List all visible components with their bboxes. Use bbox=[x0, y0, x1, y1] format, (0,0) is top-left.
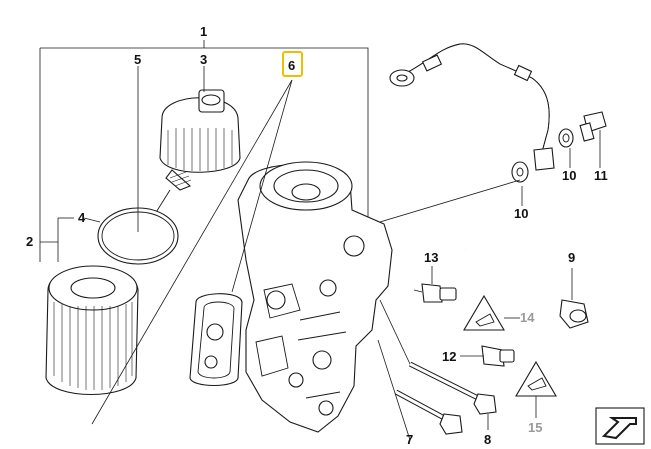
callout-8: 8 bbox=[484, 432, 491, 447]
oil-filter-housing bbox=[237, 161, 393, 433]
bolt-8 bbox=[408, 361, 497, 415]
callout-7: 7 bbox=[406, 432, 413, 447]
callout-1: 1 bbox=[200, 24, 207, 39]
sealing-washer-lower-hole bbox=[516, 167, 524, 177]
callout-9: 9 bbox=[568, 250, 575, 265]
housing-gasket bbox=[189, 293, 243, 386]
callout-6: 6 bbox=[288, 58, 295, 73]
sealing-washer-upper-hole bbox=[562, 133, 570, 143]
oil-filter-element bbox=[45, 265, 139, 396]
group-1-bracket bbox=[39, 40, 369, 262]
callout-4: 4 bbox=[78, 210, 86, 225]
callout-10-lower: 10 bbox=[514, 206, 528, 221]
leader-lines bbox=[83, 66, 601, 441]
callout-2: 2 bbox=[26, 234, 33, 249]
callout-11: 11 bbox=[594, 168, 608, 183]
callout-3: 3 bbox=[200, 52, 207, 67]
navigation-arrow-box bbox=[595, 407, 645, 445]
temperature-sensor bbox=[413, 283, 457, 303]
long-bolt bbox=[465, 248, 589, 329]
banjo-bolt bbox=[579, 111, 607, 142]
bolt-7 bbox=[394, 389, 463, 435]
sealing-washer-upper bbox=[558, 128, 574, 148]
pressure-switch bbox=[481, 345, 515, 367]
callout-6-highlight bbox=[282, 51, 303, 77]
callout-5: 5 bbox=[134, 52, 141, 67]
oil-filter-cap bbox=[159, 89, 241, 191]
callout-13: 13 bbox=[424, 250, 438, 265]
oil-pipe bbox=[389, 43, 555, 171]
callout-12: 12 bbox=[442, 349, 456, 364]
callout-15: 15 bbox=[528, 420, 542, 435]
callout-labels: 1 2 3 4 5 6 7 8 9 10 10 11 12 13 14 15 bbox=[26, 24, 608, 447]
sealing-washer-lower bbox=[511, 161, 529, 183]
warning-triangle-15 bbox=[515, 360, 557, 397]
callout-14: 14 bbox=[520, 310, 535, 325]
callout-10-upper: 10 bbox=[562, 168, 576, 183]
warning-triangle-14 bbox=[463, 294, 505, 331]
